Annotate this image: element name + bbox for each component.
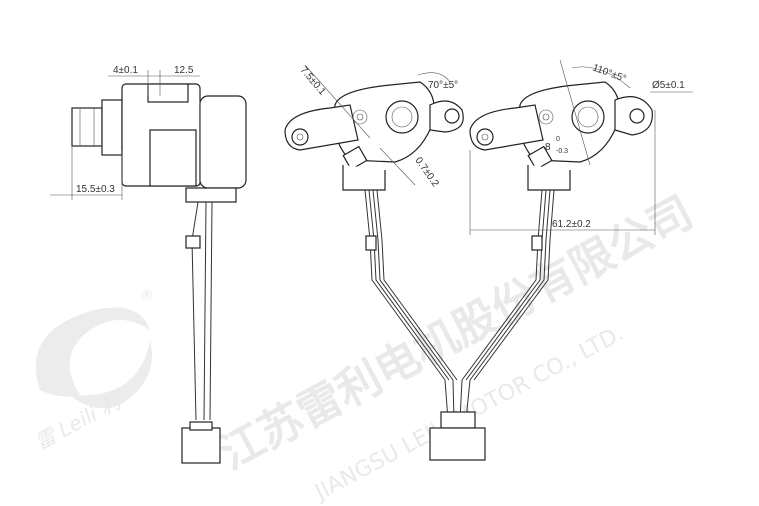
dim-hole: Ø5±0.1 xyxy=(652,80,685,91)
dim-arm: 7.5±0.1 xyxy=(298,65,328,98)
dim-shaft: 15.5±0.3 xyxy=(76,184,115,195)
dim-width-tol: 4±0.1 xyxy=(113,65,138,76)
dim-radius-tol-lower: -0.3 xyxy=(556,148,568,155)
side-view: 4±0.1 12.5 15.5±0.3 xyxy=(50,65,247,464)
dim-angle-right: 110°±5° xyxy=(591,62,628,84)
connector xyxy=(429,379,486,461)
dim-overall: 61.2±0.2 xyxy=(552,219,591,230)
dim-radius-tol-upper: 0 xyxy=(556,136,560,143)
watermark: 江苏雷利电机股份有限公司 JIANGSU LEILI MOTOR CO., LT… xyxy=(31,187,701,506)
front-view-right: 110°±5° Ø5±0.1 8 0 -0.3 61.2±0.2 xyxy=(461,59,693,381)
dim-angle-left: 70°±5° xyxy=(428,80,458,91)
registered-mark: ® xyxy=(140,288,154,304)
dim-gap: 0.7±0.2 xyxy=(413,155,441,189)
leili-logo: 雷 Leili 利 ® xyxy=(31,288,154,454)
dim-depth: 12.5 xyxy=(174,65,194,76)
dim-radius: 8 xyxy=(545,142,551,153)
